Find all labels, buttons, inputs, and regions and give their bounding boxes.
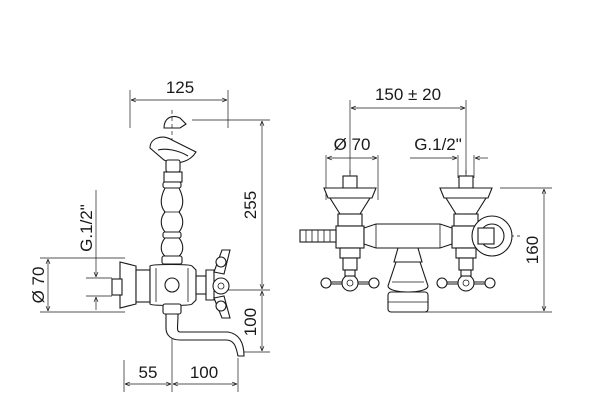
side-view: 125 255 100 G.1/2" Ø 70 bbox=[29, 78, 270, 392]
dim-label-centers: 150 ± 20 bbox=[375, 85, 441, 104]
dim-label-160: 160 bbox=[523, 236, 542, 264]
front-view: 150 ± 20 Ø 70 G.1/2" 160 bbox=[299, 85, 552, 313]
dimension-160: 160 bbox=[420, 187, 552, 313]
decorative-column bbox=[160, 181, 184, 265]
dimension-diameter-side: Ø 70 bbox=[29, 257, 125, 313]
dim-label-100-vertical: 100 bbox=[241, 308, 260, 336]
mixer-body-side bbox=[111, 261, 197, 309]
dim-label-diameter-side: Ø 70 bbox=[29, 267, 48, 304]
dim-label-diameter-front: Ø 70 bbox=[334, 135, 371, 154]
dim-label-thread-side: G.1/2" bbox=[77, 204, 96, 252]
dim-label-125: 125 bbox=[166, 78, 194, 97]
dimension-55-100: 55 100 bbox=[123, 330, 239, 392]
dimension-thread-front: G.1/2" bbox=[410, 135, 488, 178]
handshower-cradle bbox=[149, 115, 197, 183]
dimension-255-100: 255 100 bbox=[192, 119, 270, 353]
dimension-125: 125 bbox=[129, 78, 229, 128]
wall-flange bbox=[471, 215, 513, 257]
hose-connector bbox=[299, 229, 337, 243]
spout-side bbox=[162, 303, 245, 357]
dim-label-255: 255 bbox=[241, 191, 260, 219]
dim-label-thread-front: G.1/2" bbox=[414, 135, 462, 154]
dim-label-55: 55 bbox=[139, 363, 158, 382]
dimension-thread-side: G.1/2" bbox=[77, 190, 112, 310]
cross-handle-side bbox=[195, 249, 231, 319]
dim-label-100-horizontal: 100 bbox=[190, 363, 218, 382]
mixer-body-front bbox=[363, 223, 453, 313]
dimension-centers: 150 ± 20 bbox=[349, 85, 467, 178]
